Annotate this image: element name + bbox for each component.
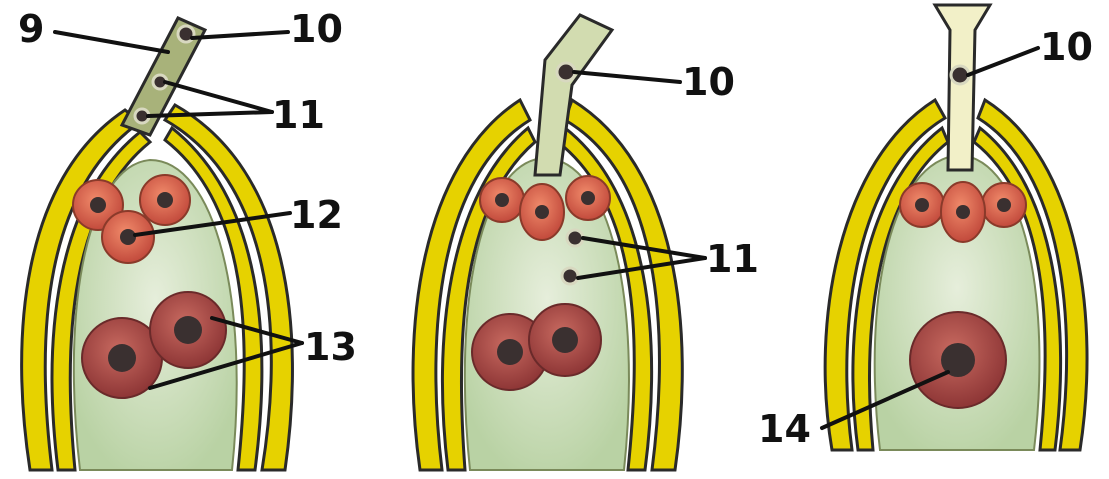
sperm-cell — [562, 268, 578, 284]
nucleus — [120, 229, 136, 245]
label-11: 11 — [706, 237, 759, 281]
leader-10 — [192, 32, 288, 38]
nucleus — [497, 339, 523, 365]
nucleus — [157, 192, 173, 208]
nucleus — [90, 197, 106, 213]
nucleus — [915, 198, 929, 212]
label-10: 10 — [290, 7, 343, 51]
label-9: 9 — [18, 7, 44, 51]
panel-3: 10 14 — [758, 5, 1093, 451]
label-11: 11 — [272, 93, 325, 137]
nucleus — [495, 193, 509, 207]
label-13: 13 — [304, 325, 357, 369]
leader-11b — [148, 112, 272, 116]
nucleus — [997, 198, 1011, 212]
nucleus — [552, 327, 578, 353]
leader-9 — [55, 32, 168, 52]
label-10: 10 — [682, 60, 735, 104]
label-14: 14 — [758, 407, 811, 451]
sperm-cell — [567, 230, 583, 246]
leader-10 — [574, 72, 680, 82]
label-12: 12 — [290, 193, 343, 237]
panel-1: 9 10 11 12 13 — [18, 7, 357, 470]
label-10: 10 — [1040, 25, 1093, 69]
nucleus — [956, 205, 970, 219]
nucleus — [174, 316, 202, 344]
panel-2: 10 11 — [413, 15, 759, 470]
nucleus — [535, 205, 549, 219]
leader-10 — [968, 48, 1038, 75]
nucleus — [108, 344, 136, 372]
nucleus — [581, 191, 595, 205]
